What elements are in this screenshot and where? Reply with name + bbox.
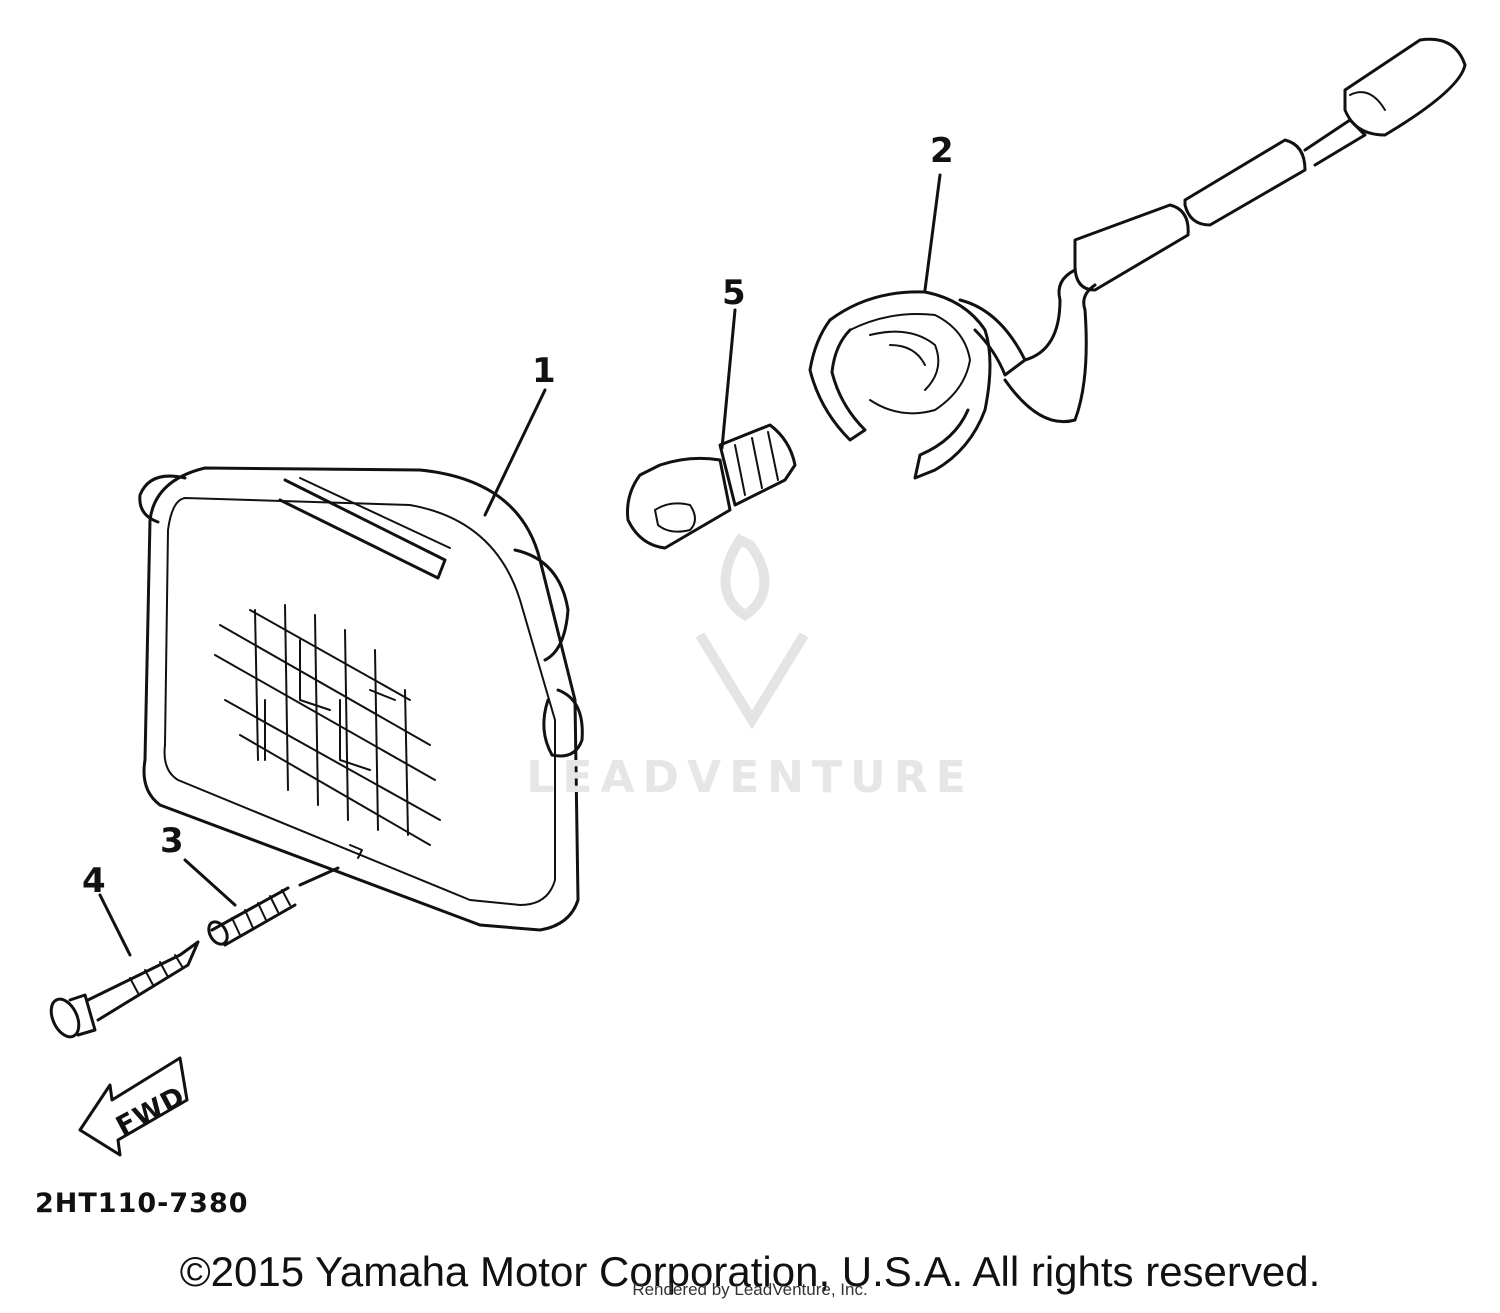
headlight-unit [138, 466, 584, 932]
watermark-text: LEADVENTURE [526, 752, 974, 803]
spring [207, 886, 297, 947]
fwd-arrow: FWD [78, 1056, 191, 1157]
leader-lines [98, 173, 942, 957]
bulb [626, 423, 797, 550]
fwd-label: FWD [111, 1081, 191, 1143]
callout-1: 1 [532, 351, 556, 391]
callout-2: 2 [930, 131, 954, 171]
screw [49, 940, 200, 1039]
rendered-by-note: Rendered by LeadVenture, Inc. [632, 1280, 868, 1299]
diagram-code: 2HT110-7380 [35, 1188, 249, 1219]
watermark-logo [695, 533, 809, 730]
bulb-socket-with-wire [808, 37, 1467, 480]
callout-3: 3 [160, 821, 184, 861]
callout-5: 5 [722, 273, 746, 313]
copyright-notice: ©2015 Yamaha Motor Corporation, U.S.A. A… [179, 1248, 1321, 1295]
callout-4: 4 [82, 861, 106, 901]
